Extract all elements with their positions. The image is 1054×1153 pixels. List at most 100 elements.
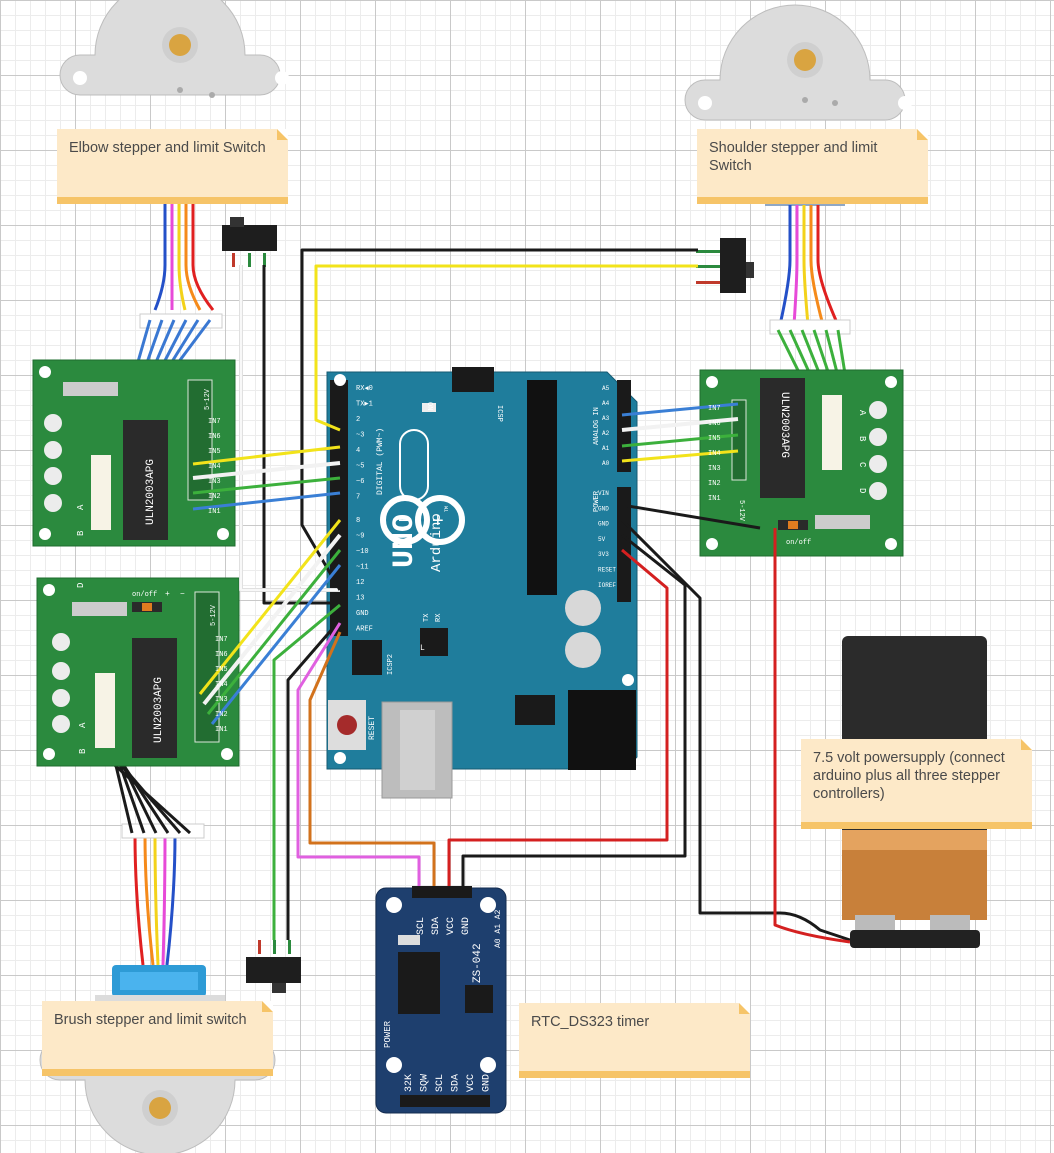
- silk-elbow-input-2-group: IN5: [208, 448, 221, 456]
- arduino-reset-label: RESET: [368, 716, 377, 740]
- silk-brush-led-1-group: B: [78, 748, 88, 754]
- arduino-analog-pin-5-group: A0: [602, 460, 610, 467]
- arduino-digital-pin-0: RX◀0: [356, 385, 373, 393]
- arduino-icsp-label: ICSP: [495, 405, 503, 422]
- rtc-top-pin-0-group: SCL: [416, 917, 427, 935]
- silk-shoulder-input-0: IN7: [708, 405, 721, 413]
- brush-driver-silkscreen: ULN2003APGIN7IN6IN5IN4IN3IN2IN1ABCD5-12V…: [78, 590, 228, 806]
- arduino-tm-label: TM: [444, 506, 450, 512]
- note-power-fold-icon: [1021, 739, 1032, 750]
- silk-brush-input-5-group: IN2: [215, 711, 228, 719]
- rtc-module: [375, 886, 507, 1114]
- silk-brush-input-0: IN7: [215, 636, 228, 644]
- rtc-bottom-pin-0-group: 32K: [404, 1074, 415, 1092]
- silk-elbow-led-2-group: C: [76, 556, 86, 562]
- silk-brush-input-3: IN4: [215, 681, 228, 689]
- note-elbow-fold-icon: [277, 129, 288, 140]
- silk-elbow-input-3: IN4: [208, 463, 221, 471]
- arduino-digital-pin-11-group: ~11: [356, 564, 369, 572]
- silk-brush-led-2: C: [78, 774, 88, 780]
- arduino-analog-pin-1: A4: [602, 400, 610, 407]
- elbow-limit-switch: [222, 217, 277, 267]
- rtc-top-pin-3-group: GND: [461, 917, 472, 935]
- svg-text:−: −: [398, 510, 410, 532]
- rtc-model-group: ZS-042: [472, 943, 484, 983]
- arduino-power-pin-4-group: 3V3: [598, 551, 609, 558]
- silk-brush-voltage: 5-12V: [210, 604, 218, 626]
- rtc-power-label: POWER: [383, 1020, 393, 1048]
- silk-elbow-chip-label-group: ULN2003APG: [145, 459, 157, 525]
- shoulder-driver-silkscreen: ULN2003APGIN7IN6IN5IN4IN3IN2IN1ABCD5-12V…: [708, 392, 867, 547]
- silk-brush-input-5: IN2: [215, 711, 228, 719]
- silk-shoulder-input-3: IN4: [708, 450, 721, 458]
- silk-brush-onoff-group: on/off: [132, 591, 157, 599]
- arduino-digital-pin-11: ~11: [356, 564, 369, 572]
- silk-brush-chip-label-group: ULN2003APG: [153, 677, 165, 743]
- rtc-top-pin-2-group: VCC: [446, 917, 457, 935]
- note-shoulder-text: Shoulder stepper and limit Switch: [709, 140, 878, 174]
- silk-shoulder-led-2-group: C: [857, 462, 867, 468]
- arduino-digital-pin-6-group: ~6: [356, 478, 364, 486]
- arduino-rx-group: RX: [435, 613, 443, 622]
- arduino-digital-pin-12-group: 12: [356, 579, 364, 587]
- silk-shoulder-led-0: A: [857, 410, 867, 416]
- brush-motor-cable: [121, 823, 205, 966]
- arduino-tx-label: TX: [423, 613, 431, 622]
- shoulder-motor-cable: [769, 205, 851, 335]
- arduino-icsp2-label: ICSP2: [387, 654, 395, 675]
- silk-elbow-input-6: IN1: [208, 508, 221, 516]
- arduino-brand-label: UNO: [388, 514, 422, 568]
- arduino-power-pin-4: 3V3: [598, 551, 609, 558]
- arduino-digital-pin-9: ~9: [356, 533, 364, 541]
- silk-brush-input-1-group: IN6: [215, 651, 228, 659]
- arduino-analog-group: ANALOG IN: [593, 407, 601, 445]
- arduino-maker-group: Arduino: [429, 513, 445, 572]
- rtc-top-pin-labels: SCL SDA VCC GND: [416, 917, 472, 935]
- note-rtc-text: RTC_DS323 timer: [531, 1014, 650, 1030]
- silk-brush-onoff: on/off: [132, 591, 157, 599]
- brush-stepper-driver: [36, 577, 240, 767]
- silk-elbow-voltage: 5-12V: [204, 388, 212, 410]
- brush-limit-switch: [246, 940, 301, 993]
- arduino-analog-pin-3-group: A2: [602, 430, 610, 437]
- rtc-top-pin-3: GND: [461, 917, 472, 935]
- rtc-bottom-pin-5-group: GND: [482, 1074, 493, 1092]
- arduino-power-pin-5-group: RESET: [598, 567, 616, 574]
- silk-brush-led-0-group: A: [78, 722, 88, 728]
- arduino-power-pin-2: GND: [598, 521, 609, 528]
- arduino-digital-pin-4-group: 4: [356, 447, 360, 455]
- note-brush-fold-icon: [262, 1001, 273, 1012]
- silk-shoulder-voltage: 5-12V: [737, 500, 745, 522]
- rtc-addr-group: A0 A1 A2: [494, 909, 503, 948]
- silk-elbow-chip-label: ULN2003APG: [145, 459, 157, 525]
- arduino-digital-pin-5: ~5: [356, 463, 364, 471]
- svg-text:+: +: [432, 510, 444, 532]
- arduino-digital-pin-4: 4: [356, 447, 360, 455]
- silk-brush-plus: +: [165, 590, 170, 599]
- arduino-analog-pin-0: A5: [602, 385, 610, 392]
- note-shoulder-fold-icon: [917, 129, 928, 140]
- arduino-power-pin-3: 5V: [598, 536, 606, 543]
- silk-brush-led-0: A: [78, 722, 88, 728]
- silk-shoulder-input-4-group: IN3: [708, 465, 721, 473]
- arduino-l-led-label: L: [420, 644, 425, 653]
- arduino-digital-pin-1-group: TX▶1: [356, 401, 373, 409]
- arduino-power-pin-1-group: GND: [598, 505, 609, 512]
- silk-elbow-input-6-group: IN1: [208, 508, 221, 516]
- arduino-rx-label: RX: [435, 613, 443, 622]
- arduino-on-label: ON: [425, 402, 433, 410]
- rtc-top-pin-1-group: SDA: [431, 917, 442, 935]
- arduino-tx-group: TX: [423, 613, 431, 622]
- arduino-power-group: POWER: [593, 490, 601, 512]
- silk-shoulder-input-4: IN3: [708, 465, 721, 473]
- note-power: 7.5 volt powersupply (connect arduino pl…: [801, 739, 1032, 829]
- arduino-digital-pin-9-group: ~9: [356, 533, 364, 541]
- note-elbow-text: Elbow stepper and limit Switch: [69, 140, 266, 156]
- silk-elbow-voltage-group: 5-12V: [204, 388, 212, 410]
- arduino-digital-pin-7: 7: [356, 494, 360, 502]
- silk-shoulder-input-0-group: IN7: [708, 405, 721, 413]
- arduino-digital-pin-13-group: 13: [356, 595, 364, 603]
